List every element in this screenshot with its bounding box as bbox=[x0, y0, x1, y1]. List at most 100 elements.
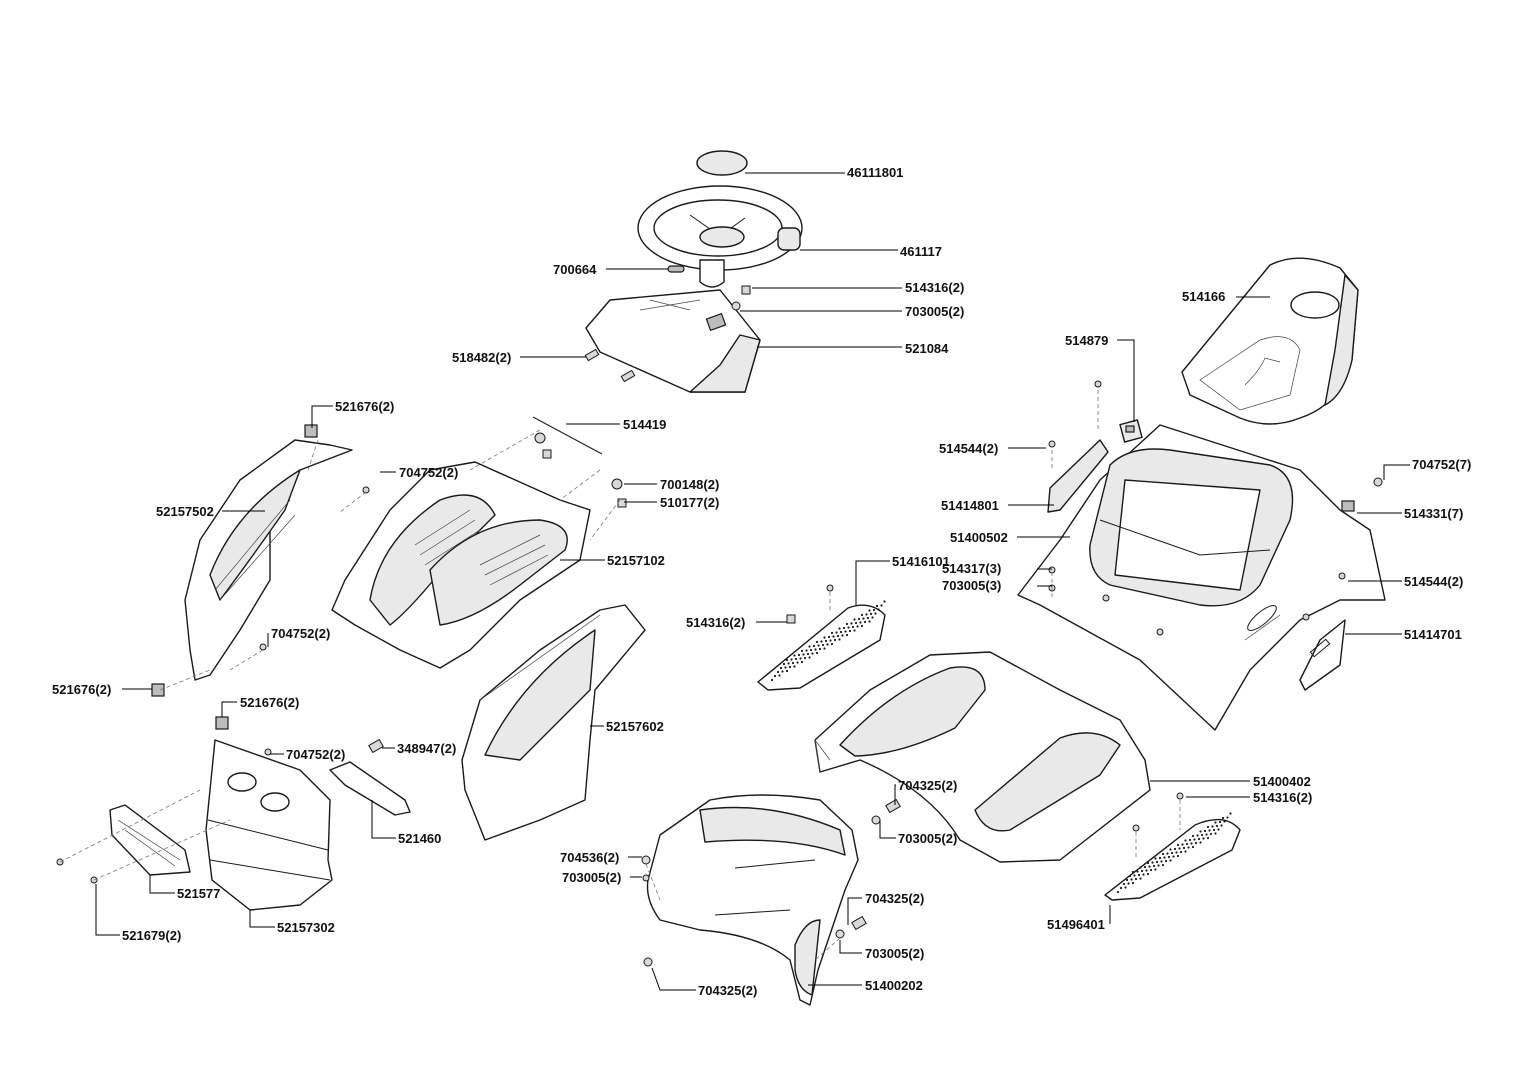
perforation-dot bbox=[788, 665, 792, 669]
perforation-dot bbox=[844, 630, 847, 633]
label-514317: 514317(3) bbox=[942, 561, 1001, 576]
perforation-dot bbox=[815, 651, 819, 655]
label-704536: 704536(2) bbox=[560, 850, 619, 865]
perforation-dot bbox=[1176, 843, 1180, 847]
perforation-dot bbox=[1184, 839, 1187, 842]
perforation-dot bbox=[1146, 872, 1150, 876]
screws-rear bbox=[1048, 380, 1383, 636]
perforation-dot bbox=[868, 609, 871, 612]
screws-mid bbox=[871, 792, 1184, 832]
perforation-dot bbox=[1199, 841, 1202, 844]
label-51400502: 51400502 bbox=[950, 530, 1008, 545]
perforation-dot bbox=[1190, 842, 1193, 845]
perforation-dot bbox=[794, 657, 798, 661]
perforation-dot bbox=[1161, 852, 1165, 856]
perforation-dot bbox=[1217, 828, 1220, 831]
perforation-dot bbox=[859, 621, 862, 624]
rod-514419 bbox=[532, 416, 603, 455]
perforation-dot bbox=[1175, 851, 1178, 854]
perforation-dot bbox=[830, 642, 834, 646]
label-703005-b: 703005(2) bbox=[865, 946, 924, 961]
perforation-dot bbox=[1196, 834, 1199, 837]
perforation-dot bbox=[1164, 859, 1168, 863]
perforation-dot bbox=[1161, 863, 1165, 867]
label-704325-c: 704325(2) bbox=[698, 983, 757, 998]
perforation-dot bbox=[1139, 866, 1142, 869]
perforation-dot bbox=[1194, 841, 1198, 845]
perforation-dot bbox=[847, 626, 850, 629]
perforation-dot bbox=[1146, 861, 1150, 865]
perforation-dot bbox=[1116, 890, 1120, 894]
perforation-dot bbox=[1218, 820, 1222, 824]
perforation-dot bbox=[1152, 864, 1156, 868]
perforation-dot bbox=[796, 661, 799, 664]
label-514419: 514419 bbox=[623, 417, 666, 432]
perforation-dot bbox=[872, 608, 876, 612]
perforation-dot bbox=[1205, 833, 1208, 836]
perforation-dot bbox=[787, 662, 790, 665]
perforation-dot bbox=[1214, 832, 1217, 835]
seat bbox=[1181, 257, 1359, 425]
label-51414701: 51414701 bbox=[1404, 627, 1462, 642]
bracket-51414701 bbox=[1299, 619, 1346, 691]
perforation-dot bbox=[883, 600, 886, 603]
perforation-dot bbox=[1145, 869, 1148, 872]
perforation-dot bbox=[833, 638, 837, 642]
perforation-dot bbox=[826, 643, 829, 646]
perforation-dot bbox=[802, 653, 805, 656]
footboard-51496401 bbox=[1104, 812, 1241, 901]
label-514331: 514331(7) bbox=[1404, 506, 1463, 521]
label-348947: 348947(2) bbox=[397, 741, 456, 756]
perforation-dot bbox=[865, 613, 868, 616]
perforation-dot bbox=[839, 630, 843, 634]
perforation-dot bbox=[1215, 824, 1219, 828]
label-518482: 518482(2) bbox=[452, 350, 511, 365]
perforation-dot bbox=[862, 617, 865, 620]
perforation-dot bbox=[1181, 843, 1184, 846]
label-521577: 521577 bbox=[177, 886, 220, 901]
perforation-dot bbox=[1125, 878, 1129, 882]
perforation-dot bbox=[1130, 878, 1133, 881]
perforation-dot bbox=[793, 654, 796, 657]
perforation-dot bbox=[805, 649, 808, 652]
perforation-dot bbox=[812, 644, 816, 648]
perforation-dot bbox=[1209, 832, 1213, 836]
perforation-dot bbox=[1197, 837, 1201, 841]
label-510177: 510177(2) bbox=[660, 495, 719, 510]
perforation-dot bbox=[854, 621, 858, 625]
perforation-dot bbox=[1122, 882, 1126, 886]
leader-lines bbox=[95, 172, 1410, 991]
label-52157502: 52157502 bbox=[156, 504, 214, 519]
label-52157602: 52157602 bbox=[606, 719, 664, 734]
label-51496401: 51496401 bbox=[1047, 917, 1105, 932]
label-521676-a: 521676(2) bbox=[335, 399, 394, 414]
bracket-521460 bbox=[329, 761, 411, 816]
perforation-dot bbox=[1178, 847, 1181, 850]
perforation-dot bbox=[842, 626, 846, 630]
perforation-dot bbox=[800, 660, 804, 664]
perforation-dot bbox=[877, 608, 880, 611]
perforation-dot bbox=[1208, 829, 1211, 832]
perforation-dot bbox=[1140, 869, 1144, 873]
perforation-dot bbox=[836, 634, 840, 638]
front-bumper-52157302 bbox=[205, 739, 333, 911]
perforation-dot bbox=[860, 624, 864, 628]
label-51416101: 51416101 bbox=[892, 554, 950, 569]
perforation-dot bbox=[1157, 864, 1160, 867]
perforation-dot bbox=[790, 658, 793, 661]
perforation-dot bbox=[773, 674, 777, 678]
label-52157302: 52157302 bbox=[277, 920, 335, 935]
perforation-dot bbox=[845, 622, 849, 626]
perforation-dot bbox=[1148, 865, 1151, 868]
perforation-dot bbox=[821, 643, 825, 647]
perforation-dot bbox=[1131, 870, 1135, 874]
steering-wheel-cap bbox=[696, 150, 748, 176]
perforation-dot bbox=[869, 612, 873, 616]
side-panel-52157602 bbox=[461, 604, 646, 841]
label-514879: 514879 bbox=[1065, 333, 1108, 348]
perforation-dot bbox=[815, 640, 819, 644]
perforation-dot bbox=[838, 627, 841, 630]
perforation-dot bbox=[1182, 846, 1186, 850]
label-52157102: 52157102 bbox=[607, 553, 665, 568]
perforation-dot bbox=[818, 647, 822, 651]
